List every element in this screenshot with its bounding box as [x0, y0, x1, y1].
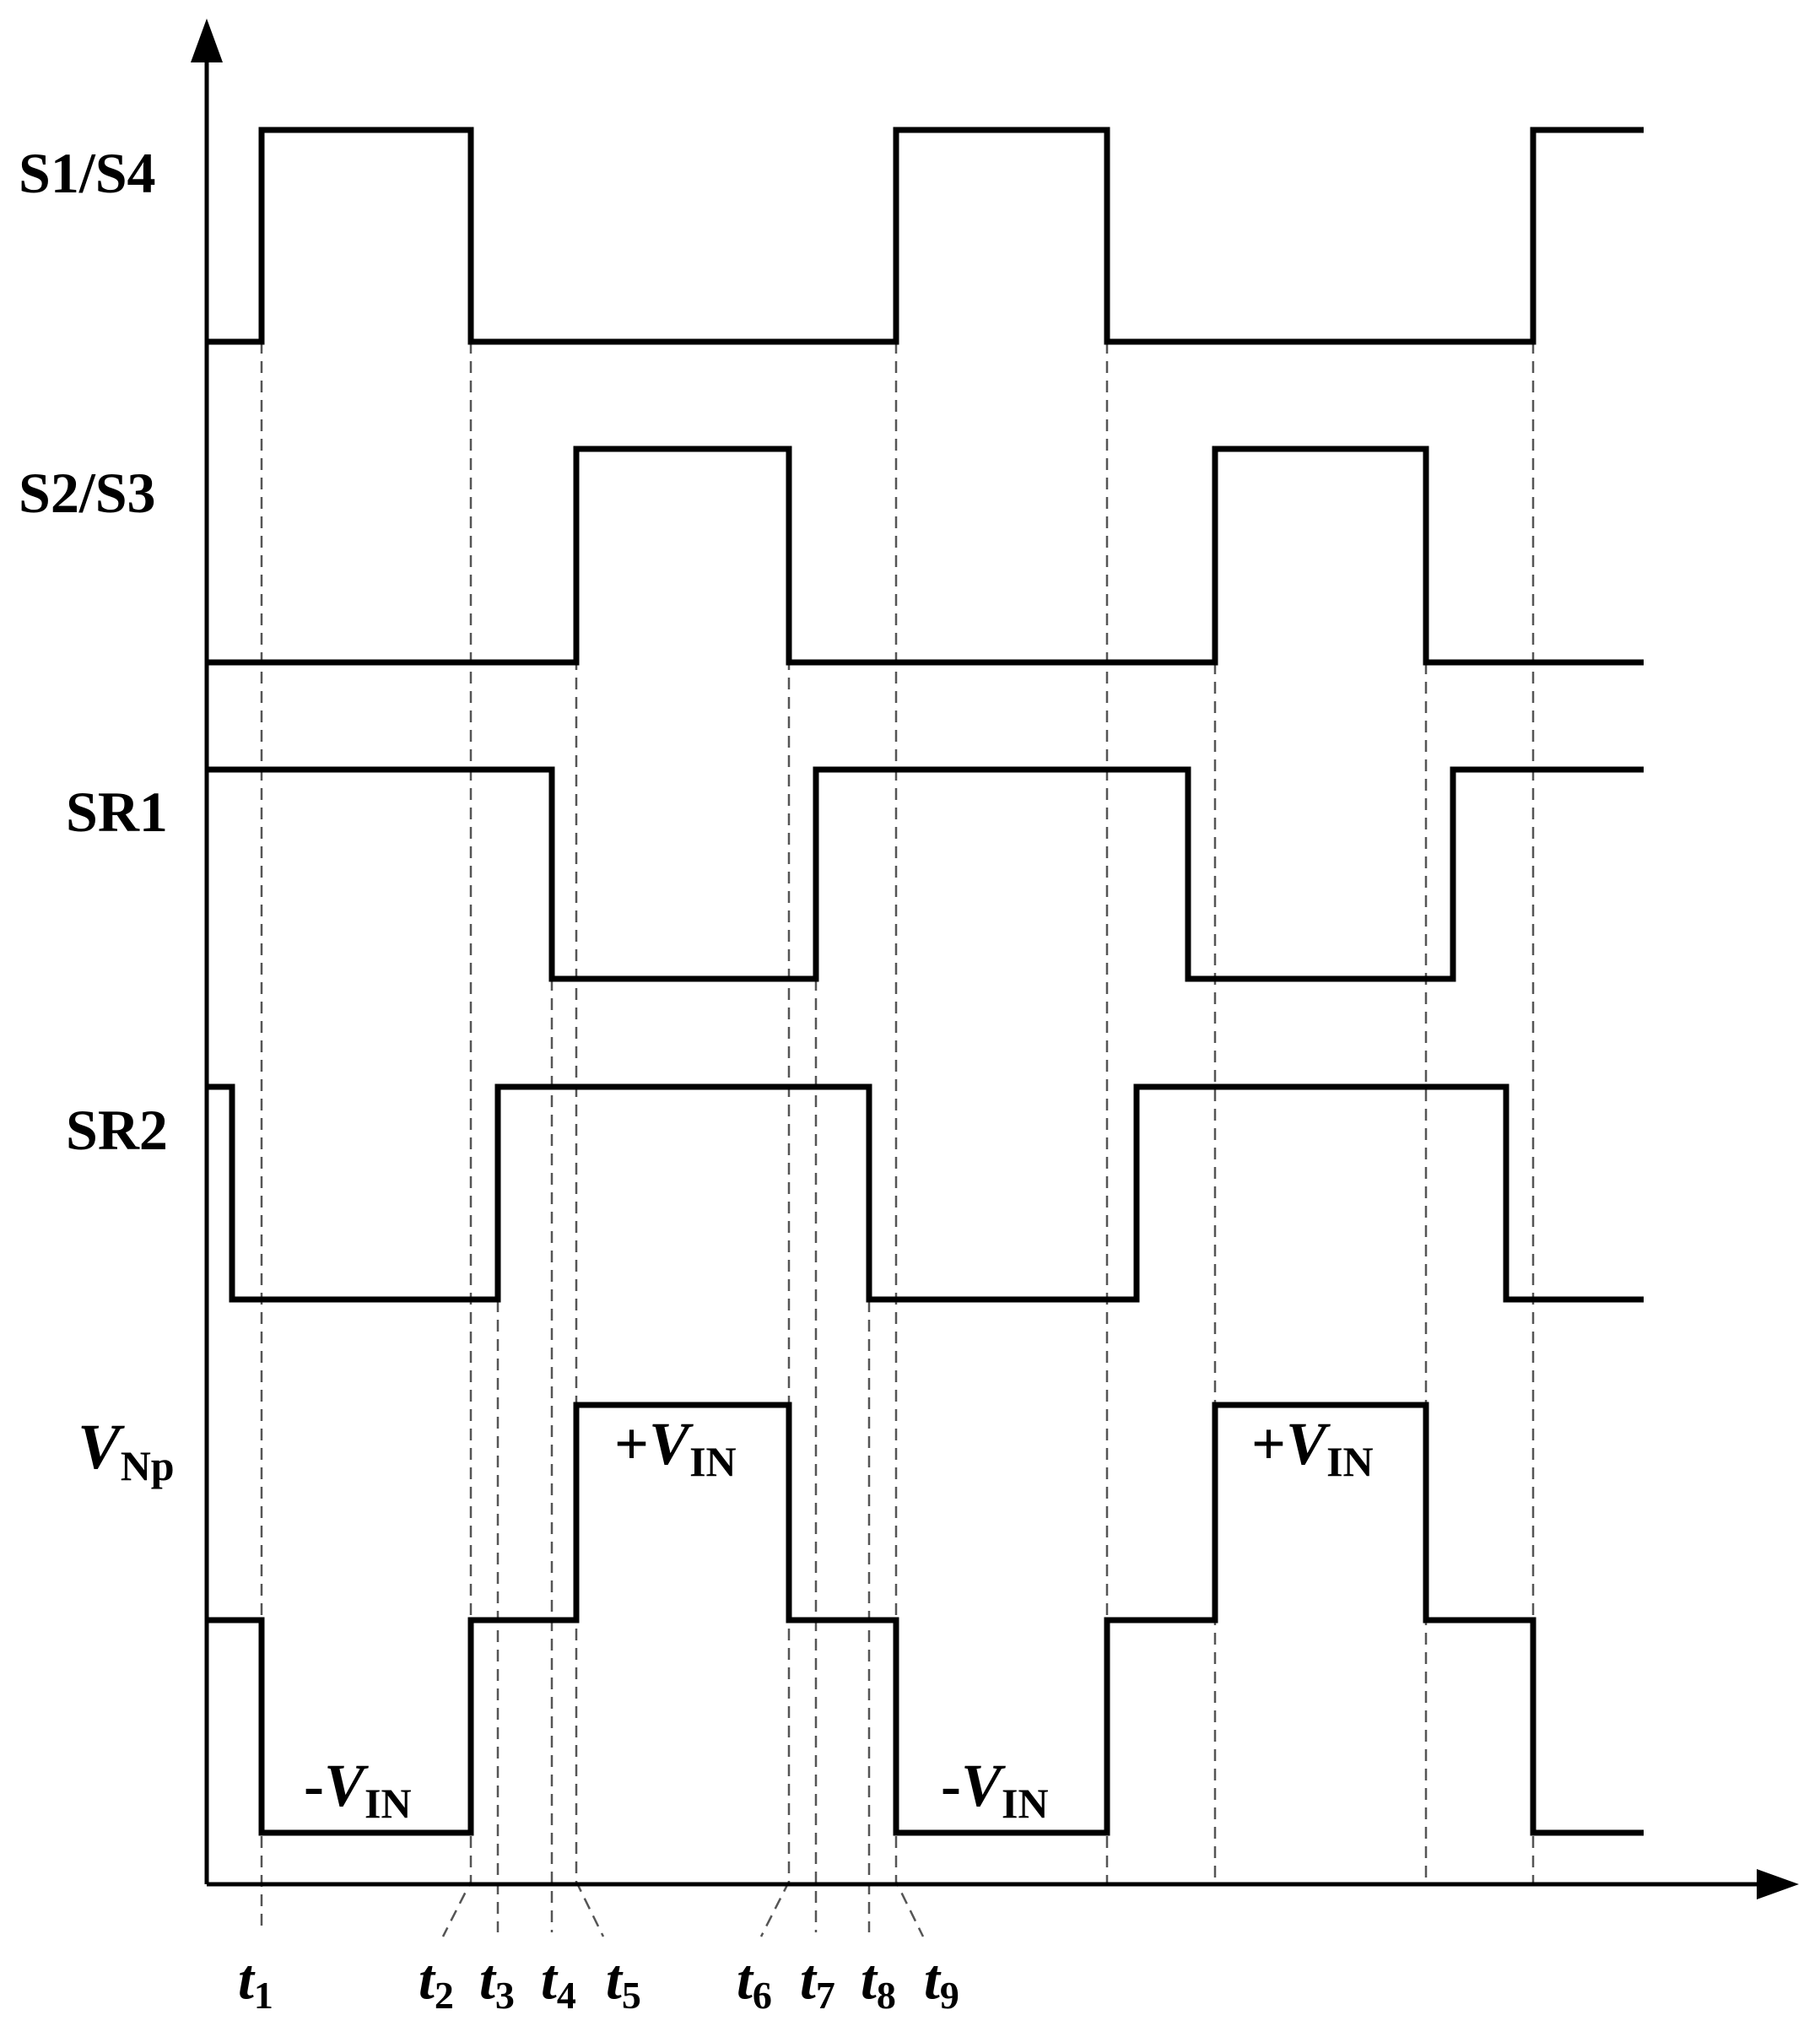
waveform-sr1	[207, 766, 1644, 982]
time-mark-t3: t3	[479, 1947, 515, 2017]
time-mark-t2: t2	[419, 1947, 454, 2017]
time-mark-t4: t4	[541, 1947, 576, 2017]
guide-t9	[894, 342, 925, 1937]
time-mark-t9: t9	[924, 1947, 959, 2017]
guide-t2	[441, 342, 473, 1937]
y-axis-arrow	[191, 19, 223, 62]
time-mark-labels: t1 t2 t3 t4 t5 t6 t7 t8 t9	[238, 1947, 959, 2017]
time-mark-t7: t7	[800, 1947, 835, 2017]
level-label-pos-1: +VIN	[614, 1410, 737, 1485]
label-s2-s3: S2/S3	[19, 461, 156, 525]
label-s1-s4: S1/S4	[19, 141, 156, 205]
label-sr2: SR2	[66, 1098, 168, 1162]
label-sr1: SR1	[66, 780, 168, 844]
signal-labels: S1/S4 S2/S3 SR1 SR2 VNp	[19, 141, 175, 1489]
level-labels: -VIN +VIN -VIN +VIN	[304, 1410, 1374, 1827]
time-mark-t6: t6	[737, 1947, 772, 2017]
x-axis-arrow	[1757, 1869, 1799, 1899]
label-vnp-sub: Np	[121, 1442, 175, 1489]
waveform-s1-s4	[207, 127, 1644, 345]
waveform-vnp	[207, 1402, 1644, 1836]
guide-t5	[575, 658, 605, 1937]
level-label-neg-2: -VIN	[941, 1752, 1049, 1827]
time-mark-t1: t1	[238, 1947, 273, 2017]
label-vnp-var: V	[78, 1412, 125, 1483]
level-label-neg-1: -VIN	[304, 1752, 412, 1827]
label-vnp: VNp	[78, 1412, 175, 1489]
axes	[191, 19, 1799, 1899]
guide-t6	[759, 658, 791, 1937]
waveform-s2-s3	[207, 446, 1644, 666]
time-mark-t5: t5	[606, 1947, 641, 2017]
waveform-sr2	[207, 1083, 1644, 1303]
level-label-pos-2: +VIN	[1251, 1410, 1374, 1485]
time-mark-t8: t8	[861, 1947, 896, 2017]
waveforms	[207, 127, 1644, 1836]
